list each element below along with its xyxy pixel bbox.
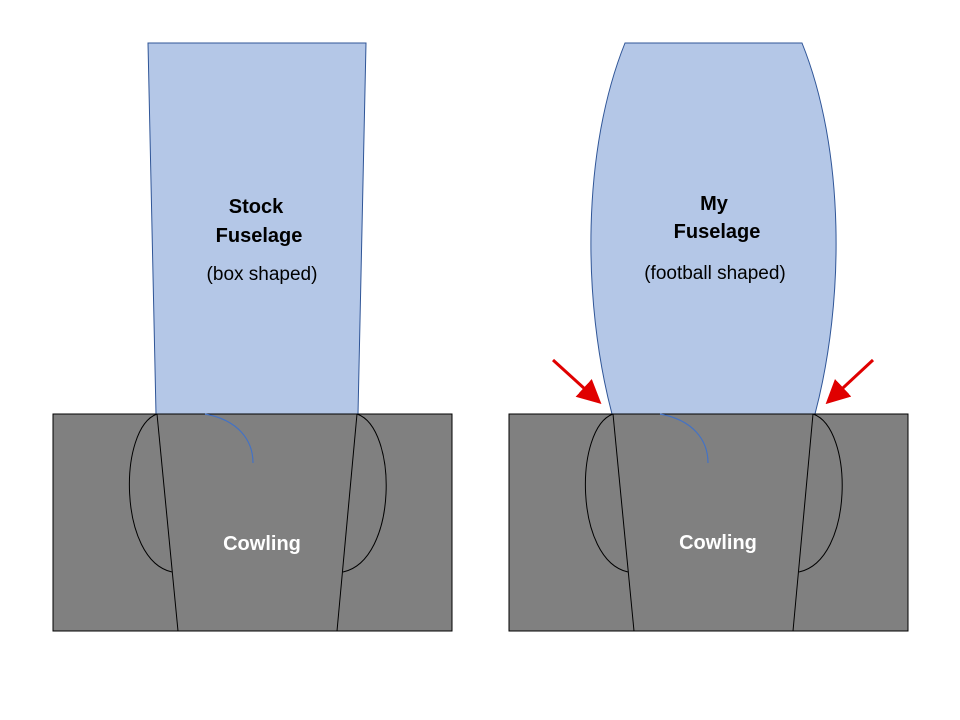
stock-cowling-left-line — [156, 413, 179, 632]
stock-subtitle: (box shaped) — [207, 264, 318, 285]
my-cowling-left-line — [612, 413, 635, 632]
stock-cowling-left-cheek — [128, 413, 173, 573]
right-pointer-arrow — [825, 358, 875, 405]
my-cowling-right-cheek — [798, 413, 843, 573]
my-subtitle: (football shaped) — [644, 263, 786, 284]
stock-spinner-curve — [204, 413, 254, 464]
my-spinner-curve — [659, 413, 709, 464]
my-cowling-label: Cowling — [679, 532, 757, 554]
stock-cowling-right-cheek — [342, 413, 387, 573]
stock-cowling-block — [52, 413, 453, 632]
my-cowling-block — [508, 413, 909, 632]
stock-cowling-label: Cowling — [223, 533, 301, 555]
my-title-line2: Fuselage — [674, 221, 761, 243]
stock-title-line2: Fuselage — [216, 225, 303, 247]
left-pointer-arrow — [551, 358, 602, 405]
stock-cowling-right-line — [336, 413, 358, 632]
my-diagram: My Fuselage (football shaped) Cowling — [508, 42, 909, 632]
my-cowling-left-cheek — [584, 413, 629, 573]
my-cowling-right-line — [792, 413, 814, 632]
my-title-line1: My — [700, 193, 729, 215]
stock-title-line1: Stock — [229, 196, 284, 218]
stock-diagram: Stock Fuselage (box shaped) Cowling — [52, 42, 453, 632]
